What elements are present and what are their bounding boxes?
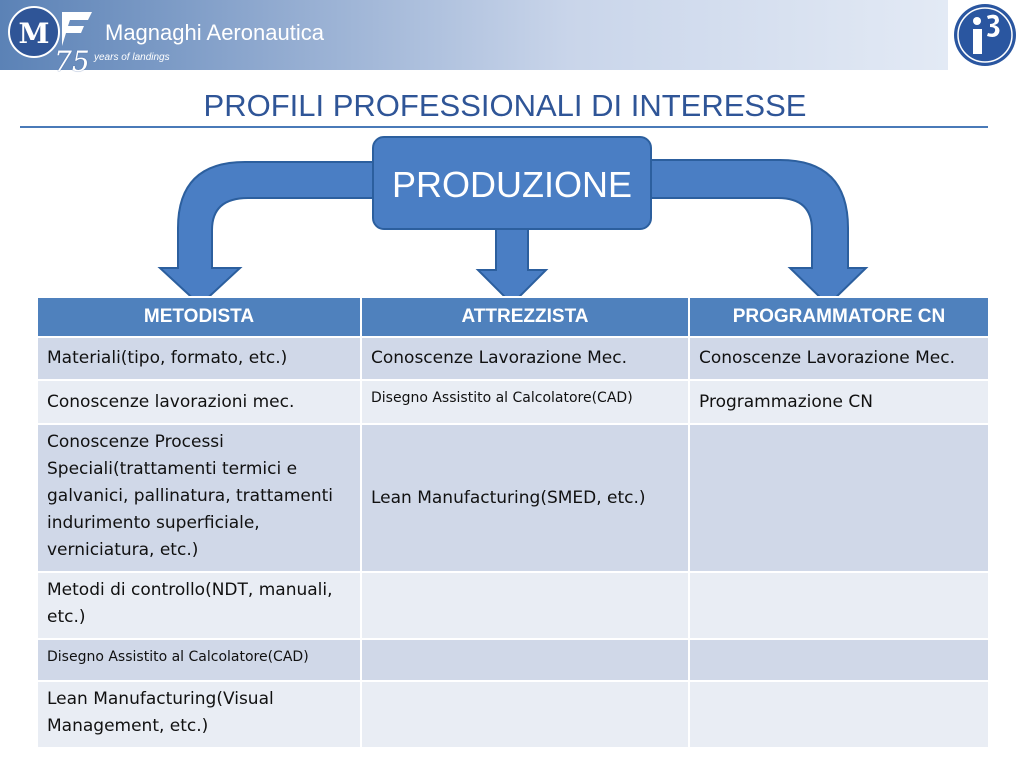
table-cell: Lean Manufacturing(Visual Management, et… [36, 680, 362, 749]
table-row: Conoscenze lavorazioni mec. Disegno Assi… [36, 379, 990, 425]
magnaghi-logo-icon: M [8, 6, 60, 58]
table-cell: Metodi di controllo(NDT, manuali, etc.) [36, 571, 362, 640]
table-cell: Disegno Assistito al Calcolatore(CAD) [360, 379, 690, 425]
anniversary-number: 75 [54, 45, 90, 78]
title-divider [20, 126, 988, 128]
table-row: Materiali(tipo, formato, etc.) Conoscenz… [36, 336, 990, 381]
table-cell [688, 680, 990, 749]
table-cell: Lean Manufacturing(SMED, etc.) [360, 423, 690, 573]
table-cell: Programmazione CN [688, 379, 990, 425]
page-title: PROFILI PROFESSIONALI DI INTERESSE [203, 88, 807, 123]
header-attrezzista: ATTREZZISTA [360, 296, 690, 338]
left-branch-arrow [157, 161, 381, 307]
produzione-box: PRODUZIONE [372, 136, 652, 230]
table-cell [688, 638, 990, 682]
table-cell [360, 680, 690, 749]
profiles-table: METODISTA ATTREZZISTA PROGRAMMATORE CN M… [36, 296, 990, 749]
company-name: Magnaghi Aeronautica [105, 20, 324, 45]
wing-logo-icon [62, 12, 92, 46]
table-cell [360, 571, 690, 640]
table-cell: Conoscenze lavorazioni mec. [36, 379, 362, 425]
table-row: Disegno Assistito al Calcolatore(CAD) [36, 638, 990, 682]
logo-letter: M [18, 17, 50, 50]
table-cell [688, 571, 990, 640]
header-programmatore-cn: PROGRAMMATORE CN [688, 296, 990, 338]
table-cell: Conoscenze Lavorazione Mec. [688, 336, 990, 381]
table-cell: Conoscenze Processi Speciali(trattamenti… [36, 423, 362, 573]
table-cell: Materiali(tipo, formato, etc.) [36, 336, 362, 381]
i3-logo-icon [954, 4, 1016, 66]
table-header-row: METODISTA ATTREZZISTA PROGRAMMATORE CN [36, 296, 990, 338]
anniversary-text: years of landings [94, 52, 170, 63]
header-metodista: METODISTA [36, 296, 362, 338]
table-row: Lean Manufacturing(Visual Management, et… [36, 680, 990, 749]
table-row: Conoscenze Processi Speciali(trattamenti… [36, 423, 990, 573]
header-band [0, 0, 948, 70]
table-row: Metodi di controllo(NDT, manuali, etc.) [36, 571, 990, 640]
center-branch-arrow [475, 227, 549, 306]
right-branch-arrow [644, 159, 869, 307]
table-cell: Conoscenze Lavorazione Mec. [360, 336, 690, 381]
table-cell [360, 638, 690, 682]
table-cell [688, 423, 990, 573]
branch-arrows [157, 159, 869, 307]
table-cell: Disegno Assistito al Calcolatore(CAD) [36, 638, 362, 682]
